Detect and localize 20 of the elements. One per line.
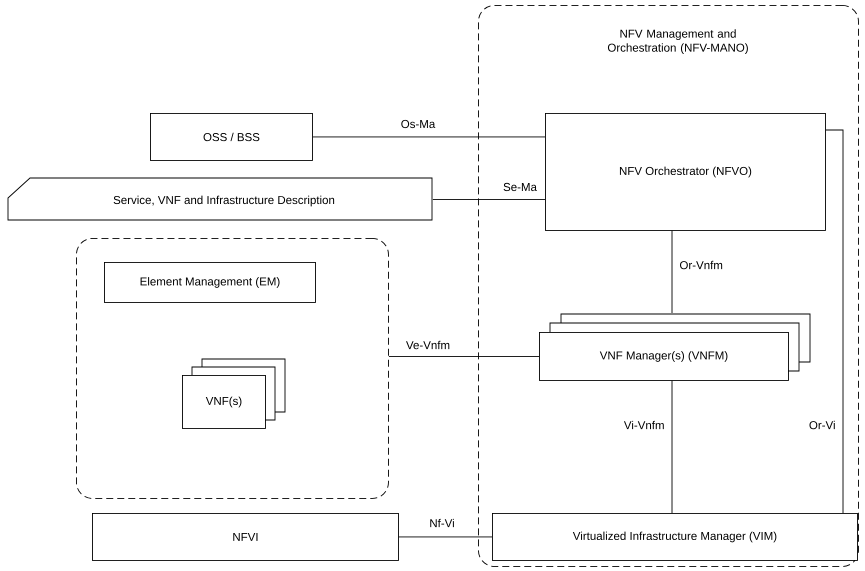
process-box: Element Management (EM) [104,262,316,303]
edge-label: Or-Vnfm [678,260,724,270]
process-box: NFV Orchestrator (NFVO) [545,113,826,231]
document-box: Service, VNF and Infrastructure Description [8,178,432,220]
connector-line [825,130,844,514]
process-box: NFVI [92,513,399,561]
edge-label: Os-Ma [400,118,436,130]
edge-label: Nf-Vi [428,518,456,528]
process-box: Virtualized Infrastructure Manager (VIM) [492,513,858,561]
connector-line [388,356,540,357]
process-box: OSS / BSS [150,113,313,161]
connector-line [312,136,546,138]
stacked-box: VNF(s) [182,358,286,429]
edge-label: Ve-Vnfm [404,340,452,350]
stacked-box: VNF Manager(s) (VNFM) [539,314,810,381]
edge-label: Se-Ma [502,182,538,192]
connector-line [398,536,492,538]
edge-label: Vi-Vnfm [622,420,666,430]
edge-label: Or-Vi [808,420,837,430]
connector-line [432,199,546,200]
